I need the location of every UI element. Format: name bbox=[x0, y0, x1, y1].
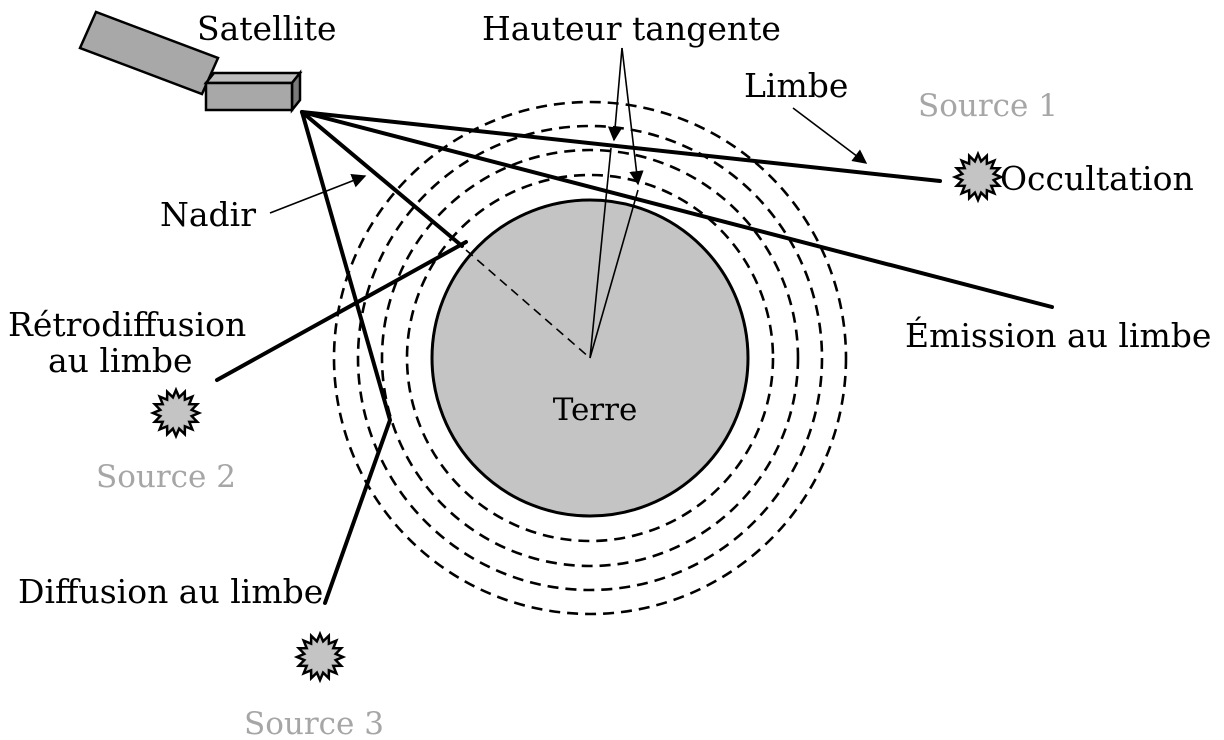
earth-label: Terre bbox=[553, 392, 638, 428]
satellite-solar-panel bbox=[78, 10, 220, 96]
satellite-body-front bbox=[204, 81, 294, 112]
limb-pointer bbox=[792, 107, 868, 164]
atmosphere-layer-2 bbox=[380, 148, 800, 568]
satellite-body-top bbox=[203, 71, 303, 85]
nadir-ray bbox=[300, 110, 464, 248]
earth-radius-dashed bbox=[465, 249, 591, 359]
source-2-burst bbox=[149, 386, 203, 440]
occultation-ray bbox=[300, 110, 942, 183]
source-1-label: Source 1 bbox=[918, 88, 1058, 124]
source-3-burst bbox=[293, 630, 347, 684]
nadir-label: Nadir bbox=[160, 195, 256, 234]
source-2-label: Source 2 bbox=[96, 459, 236, 495]
source-1-burst bbox=[951, 150, 1005, 204]
source-2-icon bbox=[149, 386, 203, 440]
atmosphere-layer-1 bbox=[405, 173, 775, 543]
retrodiffusion-label-line2: au limbe bbox=[48, 341, 192, 380]
backscatter-ray bbox=[215, 240, 468, 382]
atmosphere-layers bbox=[332, 100, 848, 616]
tangent-radius-line-2 bbox=[589, 189, 639, 359]
satellite bbox=[78, 10, 303, 114]
occultation-label: Occultation bbox=[1000, 159, 1194, 198]
source-3-icon bbox=[293, 630, 347, 684]
viewing-rays bbox=[215, 110, 1054, 605]
limb-scattering-label: Diffusion au limbe bbox=[18, 572, 323, 611]
limb-emission-label: Émission au limbe bbox=[905, 315, 1211, 355]
source-3-label: Source 3 bbox=[244, 706, 384, 740]
satellite-label: Satellite bbox=[197, 9, 337, 48]
atmosphere-layer-3 bbox=[356, 124, 824, 592]
tangent-height-label: Hauteur tangente bbox=[482, 9, 781, 48]
tangent-height-pointer-1 bbox=[607, 47, 623, 142]
retrodiffusion-label-line1: Rétrodiffusion bbox=[8, 305, 246, 344]
nadir-pointer bbox=[269, 173, 367, 214]
tangent-height-pointer-2 bbox=[621, 47, 644, 186]
source-1-icon bbox=[951, 150, 1005, 204]
limb-scattering-ray bbox=[300, 110, 393, 605]
limb-label: Limbe bbox=[744, 66, 848, 105]
tangent-height-lines bbox=[589, 47, 644, 359]
tangent-radius-line-1 bbox=[589, 147, 612, 359]
atmosphere-layer-4 bbox=[332, 100, 848, 616]
limb-emission-ray bbox=[300, 110, 1054, 309]
